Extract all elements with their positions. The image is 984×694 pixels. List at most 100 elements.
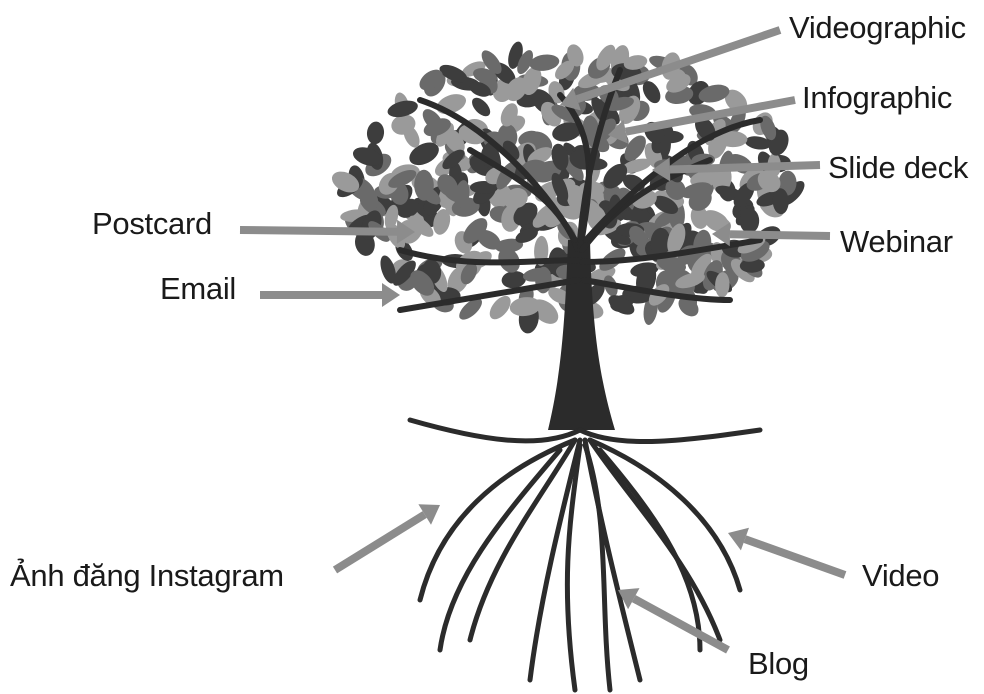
leaf-shape	[521, 66, 542, 96]
leaf-shape	[391, 114, 416, 135]
leaf-shape	[552, 122, 582, 142]
leaf-shape	[667, 223, 686, 255]
root-line	[417, 437, 578, 603]
label-postcard: Postcard	[92, 206, 212, 241]
leaf-shape	[433, 209, 451, 235]
leaf-shape	[650, 227, 671, 257]
leaf-shape	[730, 258, 755, 283]
leaf-shape	[409, 142, 439, 166]
leaf-shape	[605, 96, 634, 111]
leaf-shape	[495, 238, 524, 253]
leaf-shape	[551, 172, 569, 203]
leaf-shape	[555, 60, 575, 80]
leaf-shape	[423, 118, 451, 137]
leaf-shape	[419, 69, 443, 91]
leaf-shape	[678, 296, 699, 317]
leaf-shape	[352, 147, 382, 166]
leaf-shape	[603, 163, 628, 189]
leaf-shape	[608, 295, 635, 315]
label-slide-deck: Slide deck	[828, 150, 969, 185]
root-line	[564, 442, 583, 693]
leaf-shape	[505, 77, 528, 102]
leaf-shape	[624, 135, 646, 162]
arrow-videographic	[560, 26, 782, 111]
leaf-shape	[690, 205, 709, 229]
label-arrows	[239, 26, 847, 654]
leaf-shape	[621, 158, 652, 173]
arrow-webinar	[712, 222, 831, 247]
arrow-head	[652, 157, 671, 182]
leaf-shape	[505, 187, 528, 209]
arrow-head	[560, 87, 581, 111]
leaf-shape	[621, 209, 653, 222]
arrow-shaft	[332, 511, 427, 574]
branch-line	[397, 277, 581, 313]
leaf-shape	[331, 171, 360, 193]
arrow-slide-deck	[652, 157, 821, 182]
tree-trunk-and-branches	[397, 67, 763, 430]
label-videographic: Videographic	[789, 10, 966, 45]
leaf-shape	[463, 218, 488, 244]
leaf-shape	[566, 184, 583, 208]
leaf-shape	[387, 100, 418, 118]
leaf-shape	[551, 143, 569, 171]
leaf-shape	[496, 161, 517, 190]
leaf-shape	[513, 202, 538, 226]
root-line	[577, 427, 763, 445]
label-instagram: Ảnh đăng Instagram	[10, 558, 284, 593]
leaf-shape	[654, 209, 677, 228]
root-line	[407, 417, 583, 444]
leaf-shape	[408, 215, 434, 237]
arrow-head	[382, 283, 400, 307]
leaf-shape	[666, 73, 691, 93]
label-webinar: Webinar	[840, 224, 953, 259]
leaf-shape	[500, 103, 518, 127]
arrow-postcard	[239, 219, 415, 244]
leaf-shape	[760, 115, 777, 141]
label-email: Email	[160, 271, 237, 306]
leaf-shape	[410, 270, 435, 296]
leaf-shape	[757, 170, 781, 193]
arrow-head	[712, 222, 731, 247]
leaf-shape	[380, 255, 396, 284]
leaf-shape	[717, 131, 748, 148]
leaf-shape	[472, 97, 491, 117]
arrow-instagram	[332, 504, 440, 574]
root-line	[582, 442, 613, 693]
leaf-shape	[596, 44, 616, 71]
arrow-head	[396, 219, 415, 244]
root-line	[467, 437, 578, 643]
arrow-email	[260, 283, 400, 307]
leaf-shape	[529, 54, 560, 71]
root-line	[587, 437, 723, 643]
leaf-shape	[501, 271, 526, 289]
leaf-shape	[623, 55, 648, 70]
arrow-head	[418, 504, 440, 525]
arrow-shaft	[631, 595, 730, 654]
leaf-shape	[473, 68, 498, 84]
label-infographic: Infographic	[802, 80, 953, 115]
leaf-shape	[680, 182, 712, 199]
leaf-shape	[675, 272, 705, 289]
arrow-shaft	[624, 96, 796, 136]
leaf-shape	[515, 228, 538, 243]
branch-line	[397, 247, 583, 266]
leaf-shape	[392, 260, 416, 286]
arrow-head	[728, 527, 749, 551]
leaf-shape	[653, 195, 679, 215]
leaf-shape	[739, 208, 760, 234]
leaf-shape	[522, 267, 551, 282]
leaf-shape	[388, 169, 417, 188]
root-line	[597, 447, 703, 653]
leaf-shape	[642, 81, 661, 104]
leaf-shape	[366, 121, 385, 145]
arrow-infographic	[608, 96, 796, 144]
leaf-shape	[745, 136, 771, 150]
tree-roots	[407, 417, 763, 693]
leaf-shape	[477, 229, 501, 250]
arrow-video	[728, 527, 847, 579]
leaf-shape	[439, 64, 468, 83]
leaf-shape	[459, 298, 482, 320]
arrow-shaft	[669, 161, 821, 174]
